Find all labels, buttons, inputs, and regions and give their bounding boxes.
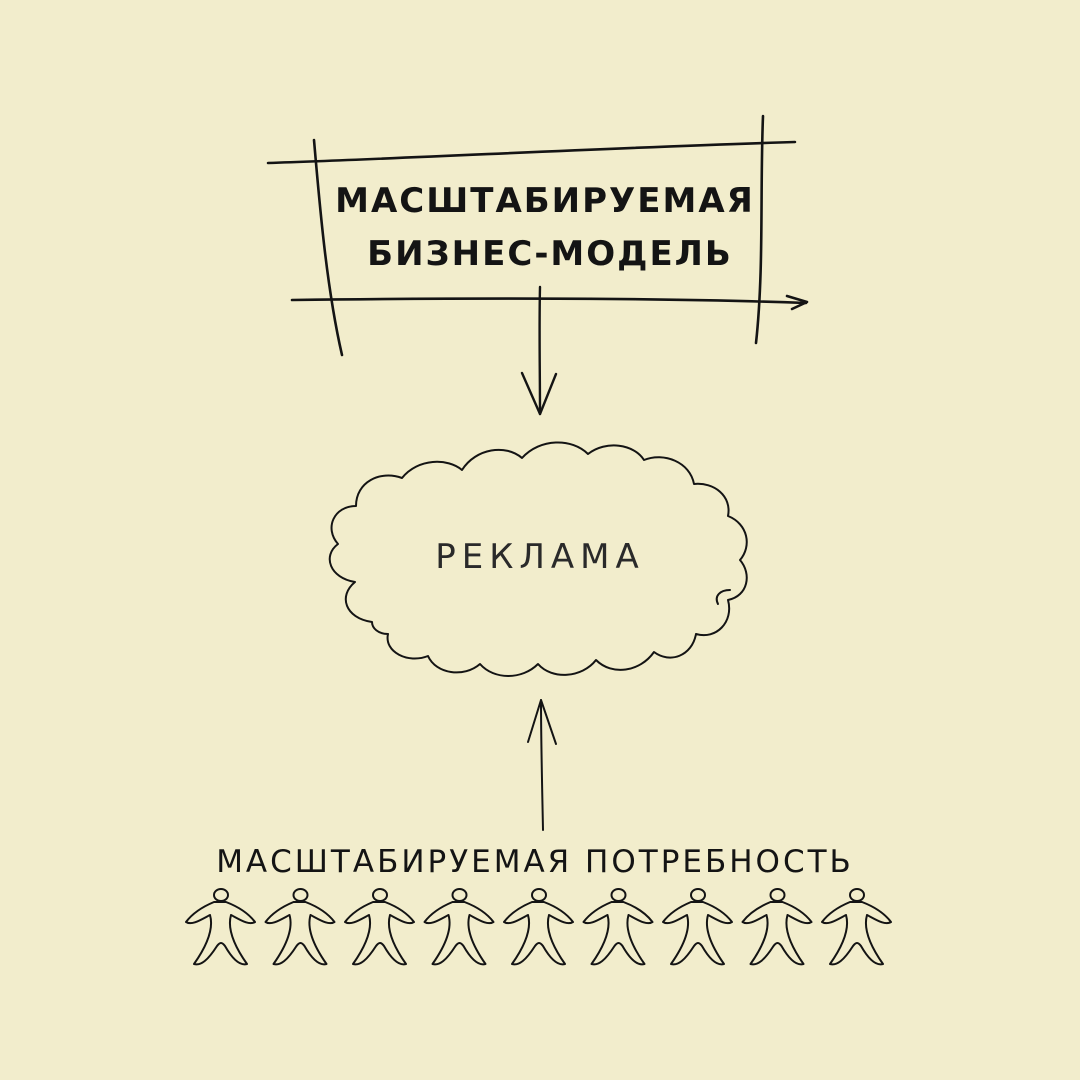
stick-figure — [503, 888, 574, 966]
stick-figure-head — [849, 888, 865, 902]
arrow-box-to-cloud — [520, 285, 558, 416]
stick-figure — [662, 888, 733, 966]
crowd — [185, 888, 892, 966]
stick-figure-head — [531, 888, 547, 902]
box-title-line1: МАСШТАБИРУЕМАЯ — [335, 181, 755, 221]
stick-figure — [821, 888, 892, 966]
stick-figure — [423, 888, 495, 966]
stick-figure — [741, 888, 813, 966]
stick-figure-body — [821, 901, 892, 966]
stick-figure — [185, 888, 256, 966]
arrow-need-to-cloud — [527, 699, 557, 831]
stick-figure-body — [741, 901, 813, 966]
stick-figure-head — [213, 888, 229, 902]
stick-figure — [582, 888, 654, 966]
stick-figure-head — [451, 888, 468, 902]
stick-figure-body — [264, 901, 336, 966]
advertising-cloud: РЕКЛАМА — [328, 441, 748, 677]
stick-figure — [264, 888, 336, 966]
stick-figure-body — [185, 901, 256, 966]
stick-figure-body — [503, 901, 574, 966]
stick-figure-head — [372, 888, 388, 902]
stick-figure-body — [344, 901, 415, 966]
stick-figure-body — [662, 901, 733, 966]
box-title-line2: БИЗНЕС-МОДЕЛЬ — [367, 234, 733, 274]
stick-figure — [344, 888, 415, 966]
cloud-label: РЕКЛАМА — [435, 537, 645, 577]
stick-figure-head — [690, 888, 706, 902]
stick-figure-head — [610, 888, 627, 902]
business-model-box: МАСШТАБИРУЕМАЯ БИЗНЕС-МОДЕЛЬ — [266, 114, 809, 357]
stick-figure-head — [292, 888, 309, 902]
stick-figure-head — [769, 888, 786, 902]
stick-figure-body — [582, 901, 654, 966]
need-label: МАСШТАБИРУЕМАЯ ПОТРЕБНОСТЬ — [216, 844, 854, 880]
stick-figure-body — [423, 901, 495, 966]
